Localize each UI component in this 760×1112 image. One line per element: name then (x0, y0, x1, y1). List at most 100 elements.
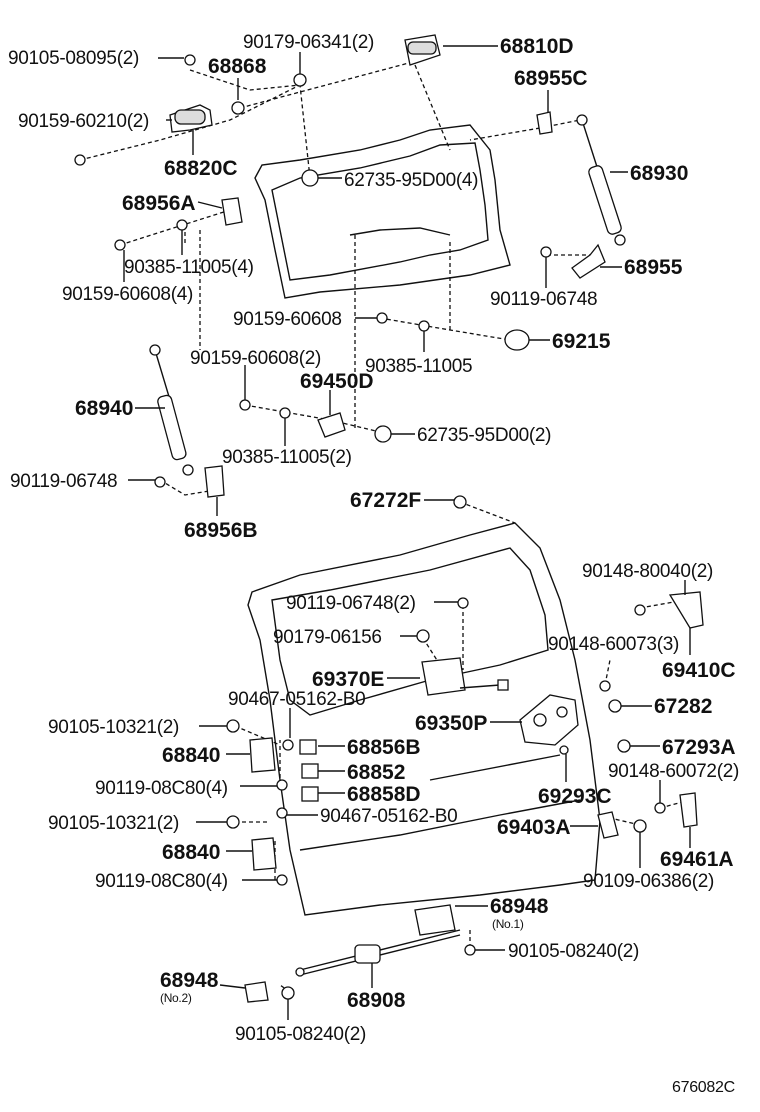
label-90159-60210: 90159-60210(2) (18, 111, 149, 132)
cushion-69215 (504, 329, 530, 351)
bolt-90159-60210 (74, 154, 86, 166)
label-68856b: 68856B (347, 736, 421, 759)
striker-69461a (679, 792, 698, 828)
cap-90179-06156 (416, 629, 430, 643)
cushion-62735-95d00-2 (374, 425, 392, 443)
label-68840-b: 68840 (162, 841, 220, 864)
label-68956b: 68956B (184, 519, 258, 542)
nut-90385-11005-single (418, 320, 430, 332)
label-68948-no2-note: (No.2) (160, 991, 192, 1005)
clip-69293c (559, 745, 569, 755)
label-62735-95d00-4: 62735-95D00(4) (344, 170, 478, 191)
cushion-67293a (617, 739, 631, 753)
label-62735-95d00-2: 62735-95D00(2) (417, 425, 551, 446)
label-68955c: 68955C (514, 67, 588, 90)
bracket-68956b (204, 465, 225, 498)
bolt-90159-60608 (114, 239, 126, 251)
label-68840-a: 68840 (162, 744, 220, 767)
label-90105-08240-a: 90105-08240(2) (508, 941, 639, 962)
hinge-68840-b (251, 837, 277, 871)
label-90105-08095: 90105-08095(2) (8, 48, 139, 69)
bolt-90119-06748-2 (457, 597, 469, 609)
bolt-90159-60608-2 (239, 399, 251, 411)
damper-68908 (295, 929, 461, 977)
cushion-67282 (608, 699, 622, 713)
lock-69350p (519, 694, 579, 746)
label-90109-06386: 90109-06386(2) (583, 871, 714, 892)
label-67293a: 67293A (662, 736, 736, 759)
label-leaders (123, 45, 691, 1020)
cover-68856b (299, 739, 317, 755)
label-90385-11005-2: 90385-11005(2) (222, 447, 352, 468)
bolt-90105-08240-a (464, 944, 476, 956)
back-door-panel (247, 522, 601, 916)
label-69370e: 69370E (312, 668, 384, 691)
label-68858d: 68858D (347, 783, 421, 806)
label-90385-11005-4: 90385-11005(4) (124, 257, 254, 278)
bolt-90467-05162-b0-b (276, 807, 288, 819)
label-69403a: 69403A (497, 816, 571, 839)
cap-90179-06341 (293, 73, 307, 87)
label-90119-08c80-a: 90119-08C80(4) (95, 778, 228, 799)
label-90159-60608: 90159-60608 (233, 309, 342, 330)
bolt-90119-06748-b (154, 476, 166, 488)
cover-68852 (301, 763, 319, 779)
label-90467-05162-b0-a: 90467-05162-B0 (228, 689, 365, 710)
label-90179-06341: 90179-06341(2) (243, 32, 374, 53)
label-68948-no2: 68948 (160, 969, 219, 992)
bracket-68955c (536, 111, 553, 135)
label-90119-08c80-b: 90119-08C80(4) (95, 871, 228, 892)
bracket-68955 (571, 243, 606, 279)
cap-68868 (231, 101, 245, 115)
label-68908: 68908 (347, 989, 406, 1012)
label-69410c: 69410C (662, 659, 736, 682)
hinge-68840-a (249, 737, 276, 773)
label-90467-05162-b0-b: 90467-05162-B0 (320, 806, 457, 827)
nut-90385-11005-2 (279, 407, 291, 419)
striker-69410c (668, 591, 704, 629)
label-69350p: 69350P (415, 712, 487, 735)
back-door-glass-frame (254, 124, 511, 299)
label-69215: 69215 (552, 330, 611, 353)
label-90119-06748-a: 90119-06748 (490, 289, 597, 310)
label-90105-10321-a: 90105-10321(2) (48, 717, 179, 738)
cushion-67272f (453, 495, 467, 509)
label-67282: 67282 (654, 695, 712, 718)
reference-code: 676082C (672, 1079, 735, 1096)
label-90148-60073: 90148-60073(3) (548, 634, 679, 655)
label-69461a: 69461A (660, 848, 734, 871)
bolt-90105-10321-a (226, 719, 240, 733)
cushion-62735-95d00 (301, 169, 319, 187)
damper-stay-68930 (576, 114, 626, 246)
bolt-90119-08c80-a (276, 779, 288, 791)
label-68852: 68852 (347, 761, 405, 784)
bracket-68948-no1 (414, 904, 456, 936)
label-90148-60072: 90148-60072(2) (608, 761, 739, 782)
label-67272f: 67272F (350, 489, 421, 512)
label-90119-06748-b: 90119-06748 (10, 471, 117, 492)
bolt-90105-10321-b (226, 815, 240, 829)
bolt-90148-60072 (654, 802, 666, 814)
label-90159-60608-4: 90159-60608(4) (62, 284, 193, 305)
nut-90385-11005 (176, 219, 188, 231)
bolt-90148-80040 (634, 604, 646, 616)
hinge-68810d (404, 34, 441, 66)
label-68820c: 68820C (164, 157, 238, 180)
bolt-90119-06748-a (540, 246, 552, 258)
label-68810d: 68810D (500, 35, 574, 58)
bracket-68948-no2 (244, 981, 269, 1003)
label-90148-80040: 90148-80040(2) (582, 561, 713, 582)
bolt-90159-60608-single (376, 312, 388, 324)
part-labels: 90105-08095(2) 90179-06341(2) 68810D 688… (8, 32, 739, 1096)
bolt-90148-60073 (599, 680, 611, 692)
bolt-90467-05162-b0-a (282, 739, 294, 751)
label-68948-no1: 68948 (490, 895, 549, 918)
label-68940: 68940 (75, 397, 133, 420)
label-90105-08240-b: 90105-08240(2) (235, 1024, 366, 1045)
bolt-90119-08c80-b (276, 874, 288, 886)
label-90179-06156: 90179-06156 (273, 627, 382, 648)
label-90159-60608-2: 90159-60608(2) (190, 348, 321, 369)
bolt-90105-08095 (184, 54, 196, 66)
label-68955: 68955 (624, 256, 683, 279)
